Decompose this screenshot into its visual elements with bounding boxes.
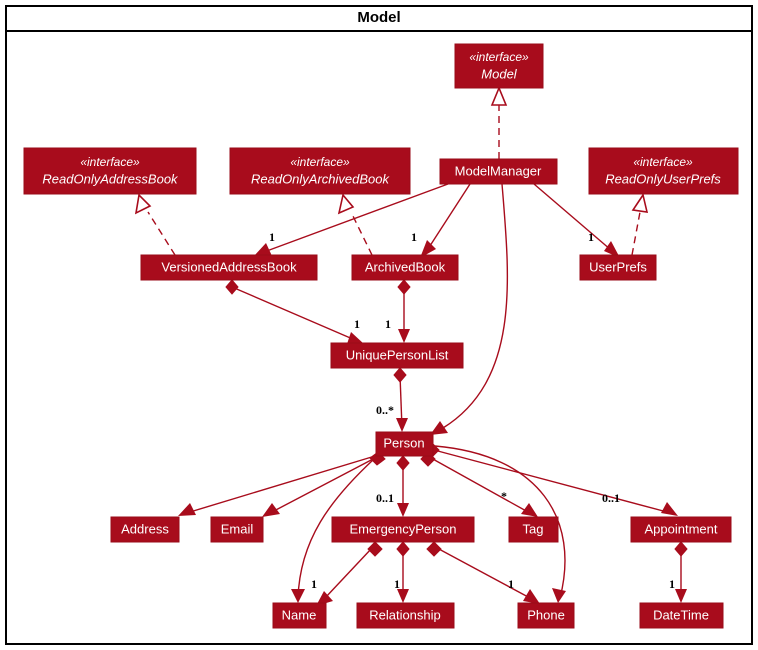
node-emergencyperson[interactable]: EmergencyPerson (331, 516, 475, 543)
edge-versionedaddressbook-realizes-readonlyaddressbook (134, 193, 176, 256)
multiplicity-label: 1 (411, 230, 417, 244)
node-readonlyarchivedbook-name: ReadOnlyArchivedBook (251, 171, 391, 186)
edge-emergencyperson-to-phone (426, 541, 540, 604)
node-readonlyarchivedbook-stereotype: «interface» (290, 155, 350, 169)
edge-modelmanager-to-versionedaddressbook (254, 183, 449, 256)
node-readonlyuserprefs-name: ReadOnlyUserPrefs (605, 171, 721, 186)
edge-modelmanager-to-archivedbook (420, 183, 471, 258)
multiplicity-label: 0..* (376, 403, 394, 417)
node-model-name: Model (481, 66, 518, 81)
node-person-name: Person (383, 435, 424, 450)
edge-emergencyperson-to-name (316, 541, 383, 606)
node-email-name: Email (221, 521, 254, 536)
node-readonlyaddressbook[interactable]: «interface» ReadOnlyAddressBook (23, 147, 197, 195)
multiplicity-label: 1 (588, 230, 594, 244)
edge-modelmanager-to-person (430, 183, 509, 435)
multiplicity-layer: 1 1 1 1 1 0..* 0..1 * 0..1 1 1 1 1 (269, 230, 675, 591)
node-model-stereotype: «interface» (469, 50, 529, 64)
node-email[interactable]: Email (210, 516, 264, 543)
node-phone[interactable]: Phone (517, 602, 575, 629)
node-appointment[interactable]: Appointment (630, 516, 732, 543)
edge-person-to-email (262, 457, 376, 517)
multiplicity-label: 1 (354, 317, 360, 331)
node-readonlyarchivedbook[interactable]: «interface» ReadOnlyArchivedBook (229, 147, 411, 195)
node-readonlyaddressbook-name: ReadOnlyAddressBook (42, 171, 179, 186)
edge-archivedbook-to-uniquepersonlist (397, 279, 411, 343)
node-readonlyaddressbook-stereotype: «interface» (80, 155, 140, 169)
node-userprefs-name: UserPrefs (589, 259, 647, 274)
node-uniquepersonlist[interactable]: UniquePersonList (330, 342, 464, 369)
node-name-name: Name (282, 607, 317, 622)
edge-modelmanager-realizes-model (490, 85, 508, 159)
edge-person-to-phone (434, 445, 566, 603)
node-versionedaddressbook-name: VersionedAddressBook (161, 259, 297, 274)
node-tag[interactable]: Tag (508, 516, 559, 543)
edge-versionedaddressbook-to-uniquepersonlist (225, 279, 364, 344)
node-person[interactable]: Person (375, 431, 434, 457)
node-name[interactable]: Name (272, 602, 327, 629)
node-uniquepersonlist-name: UniquePersonList (346, 347, 449, 362)
node-versionedaddressbook[interactable]: VersionedAddressBook (140, 254, 318, 281)
node-datetime[interactable]: DateTime (639, 602, 724, 629)
multiplicity-label: * (501, 489, 507, 503)
package-title: Model (357, 9, 400, 26)
node-archivedbook[interactable]: ArchivedBook (351, 254, 459, 281)
edge-uniquepersonlist-to-person (393, 367, 408, 432)
node-phone-name: Phone (527, 607, 565, 622)
multiplicity-label: 0..1 (602, 491, 620, 505)
node-layer: «interface» Model «interface» ReadOnlyAd… (23, 43, 739, 629)
node-modelmanager[interactable]: ModelManager (439, 158, 558, 185)
node-appointment-name: Appointment (645, 521, 718, 536)
node-emergencyperson-name: EmergencyPerson (350, 521, 457, 536)
edge-person-to-name (291, 458, 375, 603)
node-userprefs[interactable]: UserPrefs (579, 254, 657, 281)
multiplicity-label: 0..1 (376, 491, 394, 505)
node-readonlyuserprefs[interactable]: «interface» ReadOnlyUserPrefs (588, 147, 739, 195)
multiplicity-label: 1 (311, 577, 317, 591)
multiplicity-label: 1 (394, 577, 400, 591)
node-tag-name: Tag (523, 521, 544, 536)
multiplicity-label: 1 (269, 230, 275, 244)
multiplicity-label: 1 (669, 577, 675, 591)
node-relationship[interactable]: Relationship (356, 602, 455, 629)
edge-userprefs-realizes-readonlyuserprefs (631, 193, 649, 256)
node-relationship-name: Relationship (369, 607, 441, 622)
node-model[interactable]: «interface» Model (454, 43, 544, 89)
node-address[interactable]: Address (110, 516, 180, 543)
node-modelmanager-name: ModelManager (455, 163, 542, 178)
edge-modelmanager-to-userprefs (533, 183, 620, 258)
multiplicity-label: 1 (385, 317, 391, 331)
node-archivedbook-name: ArchivedBook (365, 259, 446, 274)
multiplicity-label: 1 (508, 577, 514, 591)
node-readonlyuserprefs-stereotype: «interface» (633, 155, 693, 169)
edge-person-to-emergencyperson (396, 455, 410, 517)
edge-appointment-to-datetime (674, 541, 688, 603)
edge-emergencyperson-to-relationship (396, 541, 410, 603)
node-address-name: Address (121, 521, 169, 536)
edge-layer (134, 85, 688, 606)
node-datetime-name: DateTime (653, 607, 709, 622)
